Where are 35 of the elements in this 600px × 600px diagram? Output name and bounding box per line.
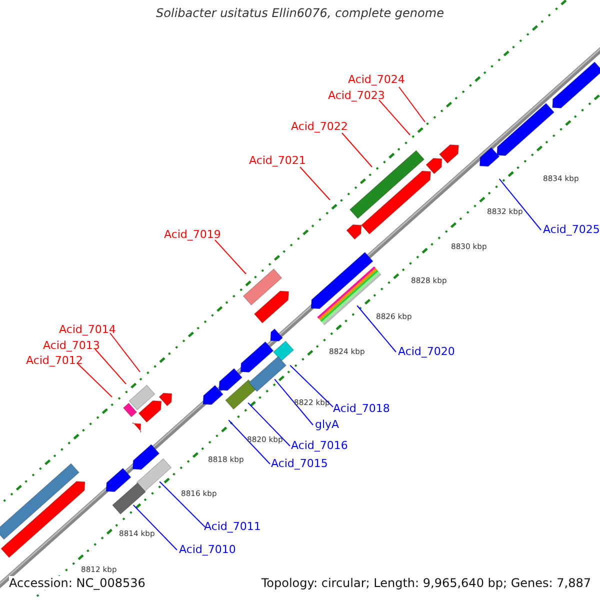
leader-line (342, 132, 372, 168)
leader-line (274, 378, 314, 426)
gene-label: Acid_7012 (26, 354, 83, 367)
leader-line (290, 364, 334, 408)
gene-label: Acid_7024 (348, 73, 405, 86)
leader-line (300, 166, 330, 200)
leader-line (248, 402, 290, 446)
leader-line (378, 100, 410, 136)
leader-line (228, 420, 270, 464)
gene-label: Acid_7015 (271, 457, 328, 470)
gene-label: glyA (315, 418, 340, 431)
leader-line (110, 332, 140, 372)
gene-label: Acid_7019 (164, 228, 221, 241)
gene-label: Acid_7021 (249, 154, 306, 167)
leader-line (356, 305, 396, 352)
leader-line (159, 481, 206, 528)
gene-label: Acid_7013 (43, 339, 100, 352)
gene-label: Acid_7016 (291, 439, 348, 452)
gene-label: Acid_7011 (204, 520, 261, 533)
gene-label: Acid_7020 (398, 345, 455, 358)
gene-label: Acid_7022 (291, 120, 348, 133)
footer-text: Topology: circular; Length: 9,965,640 bp; Genes: 7,887 (261, 576, 591, 590)
footer-text: Accession: NC_008536 (9, 576, 146, 590)
leader-line (132, 504, 178, 550)
gene-label: Acid_7018 (333, 402, 390, 415)
gene-label: Acid_7023 (328, 89, 385, 102)
leader-line (398, 86, 426, 122)
leader-line (498, 178, 542, 230)
gene-label: Acid_7025 (543, 223, 600, 236)
gene-label: Acid_7014 (59, 323, 116, 336)
gene-label: Acid_7010 (179, 543, 236, 556)
title: Solibacter usitatus Ellin6076, complete genome (155, 6, 445, 20)
leader-line (78, 364, 112, 398)
leader-line (94, 348, 126, 384)
leader-line (214, 240, 246, 274)
